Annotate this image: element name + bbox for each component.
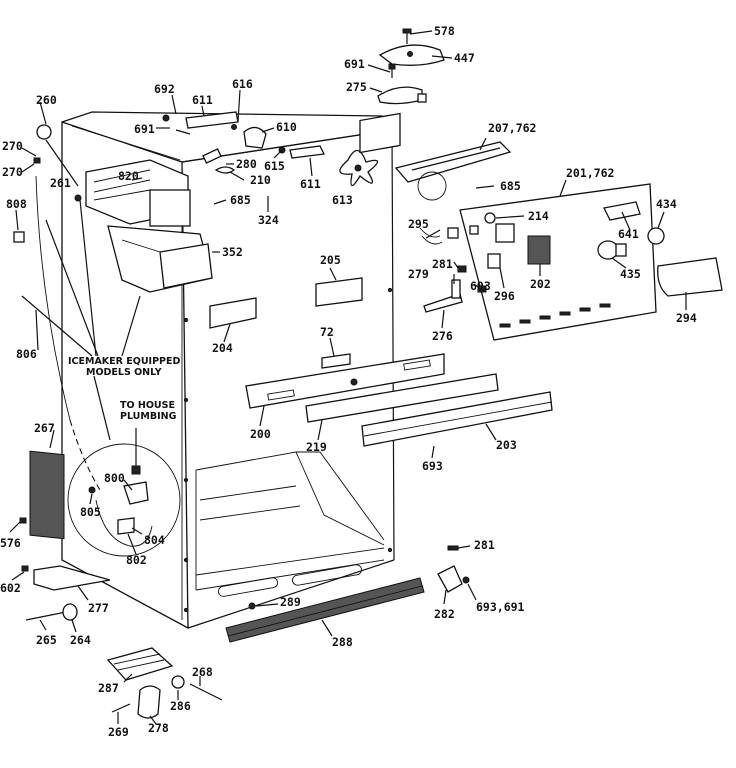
label-265: 265 — [36, 633, 57, 647]
label-295: 295 — [408, 217, 429, 231]
label-808: 808 — [6, 197, 27, 211]
label-264: 264 — [70, 633, 91, 647]
label-805: 805 — [80, 505, 101, 519]
label-277: 277 — [88, 601, 109, 615]
label-802: 802 — [126, 553, 147, 567]
label-693: 693 — [470, 279, 491, 293]
icemaker-assembly — [74, 159, 213, 293]
label-602: 602 — [0, 581, 21, 595]
label-641: 641 — [618, 227, 639, 241]
part-labels: 578 447 691 275 692 611 616 691 610 260 … — [0, 24, 697, 739]
label-281-secondary: 281 — [474, 538, 495, 552]
label-214: 214 — [528, 209, 549, 223]
plumbing-note-line2: PLUMBING — [120, 411, 177, 422]
label-210: 210 — [250, 173, 271, 187]
label-281: 281 — [432, 257, 453, 271]
label-203: 203 — [496, 438, 517, 452]
label-261: 261 — [50, 176, 71, 190]
label-611: 611 — [192, 93, 213, 107]
label-691: 691 — [344, 57, 365, 71]
label-434: 434 — [656, 197, 677, 211]
label-204: 204 — [212, 341, 233, 355]
label-270: 270 — [2, 139, 23, 153]
label-692: 692 — [154, 82, 175, 96]
top-hinge-group — [377, 28, 445, 105]
label-289: 289 — [280, 595, 301, 609]
label-820: 820 — [118, 169, 139, 183]
label-324: 324 — [258, 213, 279, 227]
label-205: 205 — [320, 253, 341, 267]
shelf-supports — [209, 277, 553, 447]
label-611-secondary: 611 — [300, 177, 321, 191]
left-side-parts — [13, 124, 111, 621]
label-269: 269 — [108, 725, 129, 739]
label-260: 260 — [36, 93, 57, 107]
icemaker-note-line1: ICEMAKER EQUIPPED — [68, 356, 181, 367]
label-276: 276 — [432, 329, 453, 343]
leader-lines — [9, 30, 687, 725]
label-616: 616 — [232, 77, 253, 91]
label-280: 280 — [236, 157, 257, 171]
label-578: 578 — [434, 24, 455, 38]
label-435: 435 — [620, 267, 641, 281]
label-693-secondary: 693 — [422, 459, 443, 473]
label-267: 267 — [34, 421, 55, 435]
label-447: 447 — [454, 51, 475, 65]
label-287: 287 — [98, 681, 119, 695]
label-296: 296 — [494, 289, 515, 303]
label-691-secondary: 691 — [134, 122, 155, 136]
label-207-762: 207,762 — [488, 121, 536, 135]
bottom-parts — [106, 545, 470, 719]
label-800: 800 — [104, 471, 125, 485]
label-615: 615 — [264, 159, 285, 173]
label-288: 288 — [332, 635, 353, 649]
evaporator-fan — [339, 112, 512, 201]
plumbing-note-line1: TO HOUSE — [120, 400, 175, 411]
label-279: 279 — [408, 267, 429, 281]
label-576: 576 — [0, 536, 21, 550]
control-panel — [419, 183, 723, 341]
label-294: 294 — [676, 311, 697, 325]
upper-hinge-parts — [162, 111, 325, 174]
label-278: 278 — [148, 721, 169, 735]
label-286: 286 — [170, 699, 191, 713]
label-200: 200 — [250, 427, 271, 441]
notes: ICEMAKER EQUIPPED MODELS ONLY TO HOUSE P… — [68, 356, 181, 422]
label-610: 610 — [276, 120, 297, 134]
label-352: 352 — [222, 245, 243, 259]
label-219: 219 — [306, 440, 327, 454]
label-201-762: 201,762 — [566, 166, 614, 180]
label-804: 804 — [144, 533, 165, 547]
label-202: 202 — [530, 277, 551, 291]
plumbing-callout — [67, 428, 181, 557]
icemaker-note-line2: MODELS ONLY — [86, 367, 162, 378]
label-72: 72 — [320, 325, 334, 339]
label-613: 613 — [332, 193, 353, 207]
label-275: 275 — [346, 80, 367, 94]
label-268: 268 — [192, 665, 213, 679]
label-282: 282 — [434, 607, 455, 621]
label-270-secondary: 270 — [2, 165, 23, 179]
label-693-691: 693,691 — [476, 600, 525, 614]
label-685: 685 — [230, 193, 251, 207]
label-806: 806 — [16, 347, 37, 361]
label-685-secondary: 685 — [500, 179, 521, 193]
